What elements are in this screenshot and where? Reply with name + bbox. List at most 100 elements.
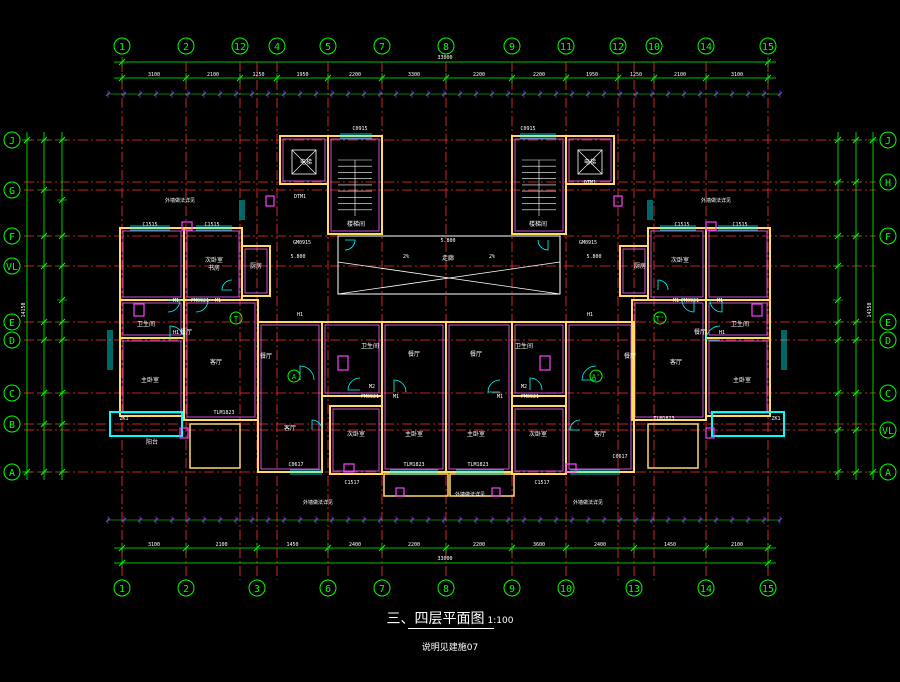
room-label: 主卧室 bbox=[733, 376, 751, 384]
left-total-label: 14150 bbox=[21, 302, 27, 317]
axis-bubble-top-label: 1 bbox=[119, 42, 125, 53]
room-left-bedroom2-inner bbox=[122, 230, 182, 298]
balcony-left-2 bbox=[189, 423, 241, 469]
room-left-master2 bbox=[381, 321, 447, 473]
bottom-axis-dims-label: 2100 bbox=[731, 542, 743, 548]
room-right-bath bbox=[705, 299, 771, 339]
room-label: 次卧室 bbox=[347, 430, 365, 438]
axis-bubble-right-circle bbox=[879, 421, 897, 439]
axis-bubble-top-label: 12 bbox=[234, 42, 246, 53]
corridor-outline bbox=[337, 235, 561, 295]
room-label: 电梯 bbox=[584, 158, 596, 166]
fixture-toilet bbox=[751, 303, 763, 317]
tag-label: M1 bbox=[673, 298, 679, 304]
axis-bubble-right-circle bbox=[879, 463, 897, 481]
bottom-axis-dims-label: 1450 bbox=[664, 542, 676, 548]
axis-bubble-right-circle bbox=[879, 173, 897, 191]
room-label: 阳台 bbox=[146, 438, 158, 446]
axis-bubble-right-label: F bbox=[885, 232, 891, 243]
axis-bubble-bottom-label: 10 bbox=[560, 584, 572, 595]
sub-axis-bubble-label: T bbox=[234, 315, 239, 323]
axis-bubble-top-label: 7 bbox=[379, 42, 385, 53]
axis-bubble-left-circle bbox=[3, 415, 21, 433]
room-label: 厨房 bbox=[250, 262, 262, 270]
bottom-axis-dims-label: 2400 bbox=[594, 542, 606, 548]
axis-bubble-left-label: E bbox=[9, 318, 15, 329]
fixture-drain bbox=[179, 427, 189, 439]
axis-bubble-bottom-circle bbox=[319, 579, 337, 597]
room-label: 主卧室 bbox=[467, 430, 485, 438]
note-label: 外墙做法详见 bbox=[701, 197, 731, 204]
note-label: 外墙做法详见 bbox=[573, 499, 603, 506]
tag-label: M2 bbox=[521, 384, 527, 390]
sub-axis-bubble-label: A' bbox=[592, 373, 600, 381]
fixture-ac bbox=[181, 221, 193, 231]
room-label: 餐厅 bbox=[624, 352, 636, 360]
axis-bubble-right-label: E bbox=[885, 318, 891, 329]
axis-bubble-left-label: C bbox=[9, 389, 15, 400]
door-swing bbox=[487, 379, 501, 393]
axis-bubble-left-circle bbox=[3, 463, 21, 481]
axis-bubble-right-label: VL bbox=[882, 426, 894, 437]
room-label: 次卧室 bbox=[529, 430, 547, 438]
room-label: 卫生间 bbox=[137, 320, 155, 328]
room-left-study-inner bbox=[186, 230, 240, 298]
axis-bubble-top-circle bbox=[609, 37, 627, 55]
tag-label: FM0921 bbox=[521, 394, 539, 400]
drawing-scale: 1:100 bbox=[487, 616, 514, 626]
axis-bubble-bottom-label: 9 bbox=[509, 584, 515, 595]
tag-label: M1 bbox=[173, 298, 179, 304]
axis-bubble-left-circle bbox=[3, 257, 21, 275]
room-label: 次卧室 bbox=[205, 256, 223, 264]
note-label: 外墙做法详见 bbox=[165, 197, 195, 204]
room-right-hall bbox=[565, 321, 635, 473]
axis-bubble-bottom-circle bbox=[373, 579, 391, 597]
axis-bubble-bottom-label: 14 bbox=[700, 584, 712, 595]
plan-details bbox=[107, 133, 787, 497]
top-axis-dims-label: 3100 bbox=[731, 72, 743, 78]
core-right-elevator bbox=[565, 135, 615, 185]
tag-label: FM0921 bbox=[191, 298, 209, 304]
axis-bubble-right-circle bbox=[879, 331, 897, 349]
tag-label: TLM1823 bbox=[403, 462, 424, 468]
bottom-axis-dims-label: 3600 bbox=[533, 542, 545, 548]
balcony-center-left bbox=[383, 473, 449, 497]
axis-bubble-bottom-circle bbox=[248, 579, 266, 597]
fixture-drain bbox=[491, 487, 501, 497]
door-swing bbox=[393, 379, 407, 393]
axis-bubble-right-circle bbox=[879, 227, 897, 245]
room-right-kitchen bbox=[619, 245, 649, 297]
axis-bubble-bottom-circle bbox=[177, 579, 195, 597]
room-label: 餐厅 bbox=[180, 328, 192, 336]
sub-axis-bubble bbox=[287, 369, 301, 383]
room-label: 电梯 bbox=[300, 158, 312, 166]
tag-label: M1 bbox=[497, 394, 503, 400]
door-swing bbox=[299, 365, 315, 381]
slope-label: 2% bbox=[489, 254, 495, 260]
tag-label: C0915 bbox=[520, 126, 535, 132]
door-swing bbox=[705, 325, 721, 341]
top-axis-dims-label: 3300 bbox=[408, 72, 420, 78]
axis-bubble-top-circle bbox=[319, 37, 337, 55]
top-axis-dims-label: 2100 bbox=[674, 72, 686, 78]
axis-bubble-left-circle bbox=[3, 227, 21, 245]
room-label: 书房 bbox=[208, 264, 220, 272]
bottom-axis-dims-label: 2100 bbox=[215, 542, 227, 548]
tag-label: DTM1 bbox=[294, 194, 306, 200]
axis-bubble-top-label: 15 bbox=[762, 42, 774, 53]
axis-bubble-right-label: J bbox=[885, 136, 891, 147]
room-left-bath bbox=[119, 299, 185, 339]
tag-label: H1 bbox=[173, 330, 179, 336]
bottom-axis-dims-label: 2200 bbox=[408, 542, 420, 548]
bottom-axis-dims-label: 2200 bbox=[473, 542, 485, 548]
tag-label: 5.800 bbox=[586, 254, 601, 260]
room-left-kitchen-inner bbox=[244, 248, 268, 294]
axis-bubble-top-circle bbox=[177, 37, 195, 55]
fixture-toilet bbox=[133, 303, 145, 317]
room-right-living bbox=[631, 299, 707, 421]
top-axis-dims-label: 2200 bbox=[473, 72, 485, 78]
top-total-label: 33000 bbox=[437, 55, 452, 61]
room-left-bed3 bbox=[329, 405, 383, 475]
tag-label: C1515 bbox=[732, 222, 747, 228]
